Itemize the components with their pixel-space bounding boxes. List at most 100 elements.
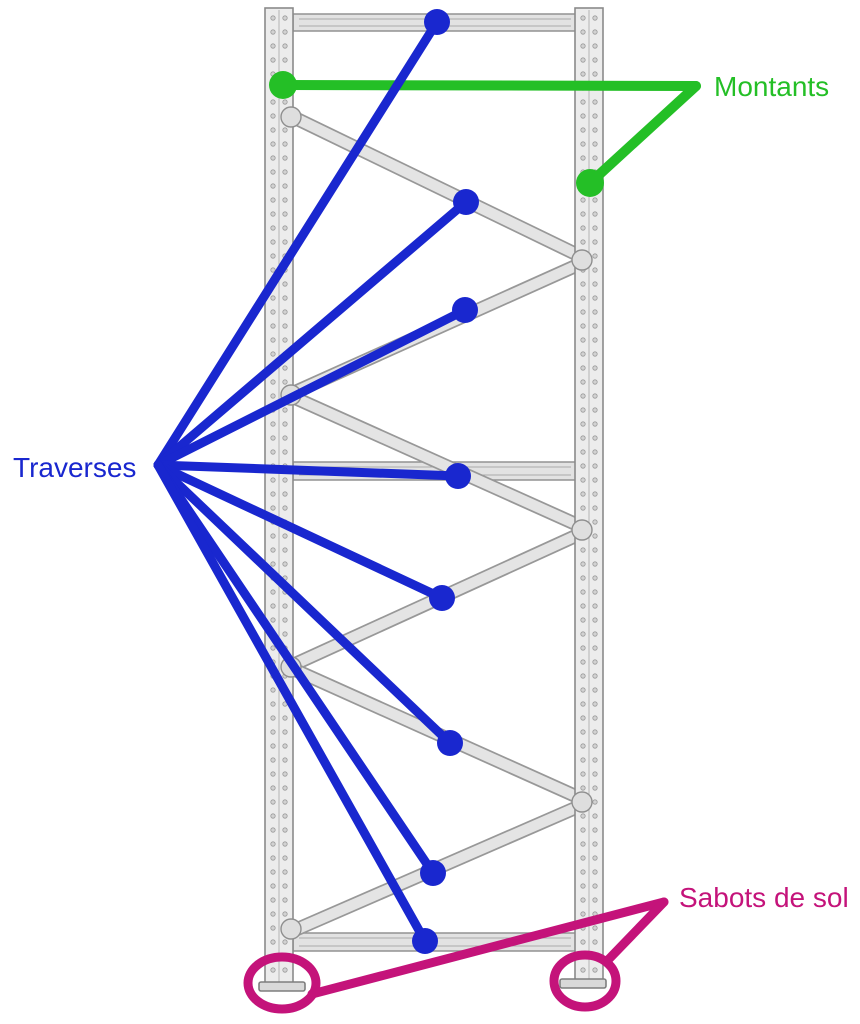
- perforation-hole: [592, 225, 598, 231]
- perforation-hole: [592, 449, 598, 455]
- perforation-hole: [592, 337, 598, 343]
- perforation-hole: [282, 785, 288, 791]
- perforation-hole: [580, 491, 586, 497]
- perforation-hole: [282, 407, 288, 413]
- perforation-hole: [592, 967, 598, 973]
- perforation-hole: [270, 785, 276, 791]
- perforation-hole: [592, 421, 598, 427]
- traverse-leader-line: [153, 460, 438, 878]
- perforation-hole: [580, 113, 586, 119]
- perforation-hole: [270, 925, 276, 931]
- perforation-hole: [580, 155, 586, 161]
- perforation-hole: [592, 141, 598, 147]
- brace-junction: [571, 519, 593, 541]
- perforation-hole: [592, 477, 598, 483]
- perforation-hole: [580, 15, 586, 21]
- perforation-hole: [580, 225, 586, 231]
- perforation-hole: [282, 183, 288, 189]
- perforation-hole: [580, 393, 586, 399]
- perforation-hole: [270, 295, 276, 301]
- perforation-hole: [592, 491, 598, 497]
- traverse-leader-line: [153, 17, 442, 470]
- perforation-hole: [592, 323, 598, 329]
- perforation-hole: [580, 57, 586, 63]
- perforation-hole: [282, 911, 288, 917]
- perforation-hole: [580, 771, 586, 777]
- perforation-hole: [270, 911, 276, 917]
- traverse-leader-line: [153, 460, 463, 481]
- perforation-hole: [270, 267, 276, 273]
- traverse-leader-line: [153, 460, 455, 748]
- perforation-hole: [282, 533, 288, 539]
- perforation-hole: [282, 771, 288, 777]
- perforation-hole: [592, 295, 598, 301]
- perforation-hole: [580, 967, 586, 973]
- perforation-hole: [592, 407, 598, 413]
- perforation-hole: [580, 561, 586, 567]
- perforation-hole: [580, 757, 586, 763]
- perforation-hole: [270, 155, 276, 161]
- sabot-leader-line: [603, 897, 669, 965]
- perforation-hole: [592, 197, 598, 203]
- perforation-hole: [270, 57, 276, 63]
- perforation-hole: [580, 211, 586, 217]
- perforation-hole: [580, 645, 586, 651]
- perforation-hole: [270, 603, 276, 609]
- perforation-hole: [580, 547, 586, 553]
- perforation-hole: [270, 589, 276, 595]
- perforation-hole: [270, 477, 276, 483]
- perforation-hole: [592, 267, 598, 273]
- perforation-hole: [270, 547, 276, 553]
- perforation-hole: [580, 939, 586, 945]
- perforation-hole: [592, 827, 598, 833]
- traverse-dot: [445, 463, 471, 489]
- label-montants: Montants: [714, 71, 829, 102]
- perforation-hole: [592, 533, 598, 539]
- perforation-hole: [270, 113, 276, 119]
- perforation-hole: [270, 449, 276, 455]
- traverse-dot: [429, 585, 455, 611]
- perforation-hole: [282, 365, 288, 371]
- perforation-hole: [270, 43, 276, 49]
- traverse-dot: [420, 860, 446, 886]
- perforation-hole: [282, 155, 288, 161]
- perforation-hole: [580, 603, 586, 609]
- perforation-hole: [580, 841, 586, 847]
- label-sabots-de-sol: Sabots de sol: [679, 882, 849, 913]
- perforation-hole: [592, 463, 598, 469]
- perforation-hole: [270, 771, 276, 777]
- perforation-hole: [270, 351, 276, 357]
- perforation-hole: [282, 225, 288, 231]
- perforation-hole: [270, 435, 276, 441]
- perforation-hole: [282, 211, 288, 217]
- perforation-hole: [282, 379, 288, 385]
- perforation-hole: [282, 421, 288, 427]
- perforation-hole: [592, 281, 598, 287]
- perforation-hole: [592, 561, 598, 567]
- perforation-hole: [282, 43, 288, 49]
- perforation-hole: [580, 435, 586, 441]
- perforation-hole: [270, 15, 276, 21]
- perforation-hole: [282, 141, 288, 147]
- montant-leader-line: [585, 81, 701, 188]
- perforation-hole: [580, 687, 586, 693]
- perforation-hole: [270, 393, 276, 399]
- perforation-hole: [270, 141, 276, 147]
- perforation-hole: [282, 337, 288, 343]
- perforation-hole: [282, 477, 288, 483]
- perforation-hole: [580, 309, 586, 315]
- perforation-hole: [580, 407, 586, 413]
- perforation-hole: [270, 309, 276, 315]
- perforation-hole: [580, 127, 586, 133]
- perforation-hole: [592, 57, 598, 63]
- perforation-hole: [270, 799, 276, 805]
- perforation-hole: [282, 631, 288, 637]
- sabot-circle: [243, 952, 321, 1014]
- perforation-hole: [592, 435, 598, 441]
- perforation-hole: [592, 113, 598, 119]
- perforation-hole: [270, 729, 276, 735]
- perforation-hole: [592, 393, 598, 399]
- perforation-hole: [282, 491, 288, 497]
